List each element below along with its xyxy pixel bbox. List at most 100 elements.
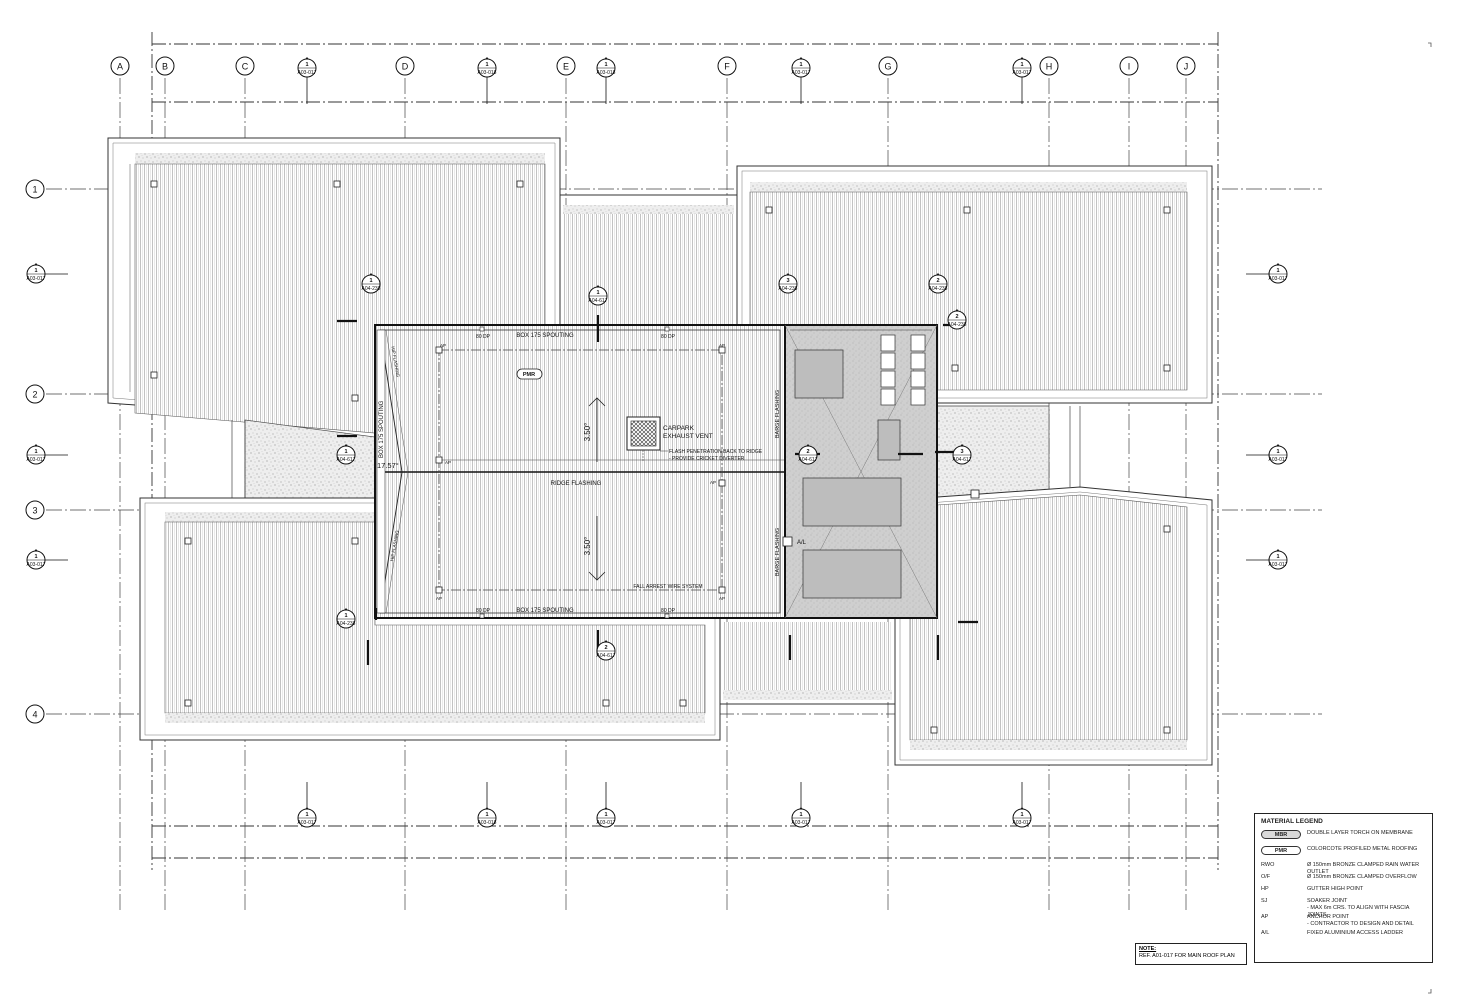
marker-ref: A04-617: [589, 298, 608, 304]
grid-bubble-col-i: I: [1119, 56, 1139, 76]
marker-number: 1: [1276, 449, 1279, 455]
marker-ref: A03-017: [298, 70, 317, 76]
marker-ref: A03-017: [792, 820, 811, 826]
label-ap-6: AP: [719, 596, 725, 601]
legend-text: Ø 150mm BRONZE CLAMPED RAIN WATER OUTLET: [1307, 862, 1428, 876]
marker-number: 1: [799, 62, 802, 68]
marker-ref: A03-017: [1013, 820, 1032, 826]
grid-bubble-row-2: 2: [25, 384, 45, 404]
note-text: REF. A01-017 FOR MAIN ROOF PLAN: [1139, 953, 1235, 959]
marker-ref: A04-238: [362, 286, 381, 292]
label-dp-3: 80 DP: [476, 608, 491, 614]
legend-description: Ø 150mm BRONZE CLAMPED OVERFLOW: [1307, 874, 1417, 880]
marker-ref: A03-017: [597, 820, 616, 826]
roof-panel-top-middle: [559, 194, 738, 326]
label-barge-top: BARGE FLASHING: [775, 390, 781, 438]
marker-number: 1: [1020, 812, 1023, 818]
label-pmr: PMR: [523, 372, 535, 378]
marker-ref: A03-017: [27, 276, 46, 282]
roof-panel-bottom-right: [894, 486, 1213, 766]
marker-number: 1: [344, 613, 347, 619]
annotations: BOX 175 SPOUTING BOX 175 SPOUTING BOX 17…: [377, 333, 807, 614]
marker-ref: A03-017: [1013, 70, 1032, 76]
legend-code: SJ: [1261, 898, 1268, 904]
marker-number: 2: [936, 278, 939, 284]
legend-subnote: - MAX 6m CRS. TO ALIGN WITH FASCIA JOINT…: [1307, 905, 1410, 918]
grid-bubble-row-1: 1: [25, 179, 45, 199]
legend-row: MBR DOUBLE LAYER TORCH ON MEMBRANE: [1255, 830, 1432, 846]
legend-subnote: - CONTRACTOR TO DESIGN AND DETAIL: [1307, 921, 1414, 927]
grid-bubble-col-a: A: [110, 56, 130, 76]
legend-text: GUTTER HIGH POINT: [1307, 886, 1428, 893]
marker-number: 2: [604, 645, 607, 651]
legend-swatch: PMR: [1261, 846, 1301, 855]
grid-label: I: [1128, 62, 1131, 72]
legend-row: A/L FIXED ALUMINIUM ACCESS LADDER: [1255, 930, 1432, 942]
label-carpark-1: CARPARK: [663, 425, 695, 432]
legend-description: FIXED ALUMINIUM ACCESS LADDER: [1307, 930, 1403, 936]
grid-label: J: [1184, 62, 1189, 72]
label-flash-note-1: FLASH PENETRATION BACK TO RIDGE: [669, 449, 763, 455]
marker-ref: A03-017: [1269, 276, 1288, 282]
grid-bubble-col-f: F: [717, 56, 737, 76]
label-ap-4: AP: [710, 480, 716, 485]
marker-number: 1: [34, 554, 37, 560]
grid-bubble-col-d: D: [395, 56, 415, 76]
legend-description: DOUBLE LAYER TORCH ON MEMBRANE: [1307, 830, 1413, 836]
grid-bubble-col-j: J: [1176, 56, 1196, 76]
label-angle: 17.57°: [377, 461, 399, 470]
legend-text: COLORCOTE PROFILED METAL ROOFING: [1307, 846, 1428, 853]
legend-code: AP: [1261, 914, 1269, 920]
grid-label: D: [402, 62, 409, 72]
marker-number: 1: [604, 62, 607, 68]
legend-code: A/L: [1261, 930, 1270, 936]
marker-number: 1: [604, 812, 607, 818]
grid-bubble-row-4: 4: [25, 704, 45, 724]
legend-code: MBR: [1261, 830, 1307, 839]
grid-label: 2: [32, 390, 37, 400]
legend-title: MATERIAL LEGEND: [1261, 818, 1323, 825]
legend-code: PMR: [1261, 846, 1307, 855]
grid-bubble-col-e: E: [556, 56, 576, 76]
section-markers: 1A03-0171A03-0181A03-0181A03-0171A03-017…: [26, 57, 1288, 828]
rain-water-outlets: [150, 180, 1171, 734]
marker-ref: A03-017: [298, 820, 317, 826]
marker-number: 1: [34, 449, 37, 455]
legend-description: ANCHOR POINT: [1307, 914, 1350, 920]
label-dp-1: 80 DP: [476, 334, 491, 340]
legend-text: DOUBLE LAYER TORCH ON MEMBRANE: [1307, 830, 1428, 837]
legend-description: Ø 150mm BRONZE CLAMPED RAIN WATER OUTLET: [1307, 862, 1420, 875]
grid-bubble-col-c: C: [235, 56, 255, 76]
label-barge-bottom: BARGE FLASHING: [775, 528, 781, 576]
grid-label: H: [1046, 62, 1053, 72]
sheet-corner-marks: [1428, 42, 1432, 994]
legend-text: Ø 150mm BRONZE CLAMPED OVERFLOW: [1307, 874, 1428, 881]
roof-panel-bottom-middle: [719, 617, 896, 705]
marker-ref: A04-617: [953, 457, 972, 463]
marker-number: 1: [799, 812, 802, 818]
marker-ref: A03-017: [27, 457, 46, 463]
grid-bubble-col-h: H: [1039, 56, 1059, 76]
central-hip-roof: [374, 324, 786, 619]
legend-swatch: MBR: [1261, 830, 1301, 839]
marker-ref: A04-238: [948, 322, 967, 328]
legend-rows: MBR DOUBLE LAYER TORCH ON MEMBRANE PMR COLO…: [1255, 830, 1432, 942]
marker-ref: A03-017: [1269, 457, 1288, 463]
label-ap-3: AP: [445, 460, 451, 465]
